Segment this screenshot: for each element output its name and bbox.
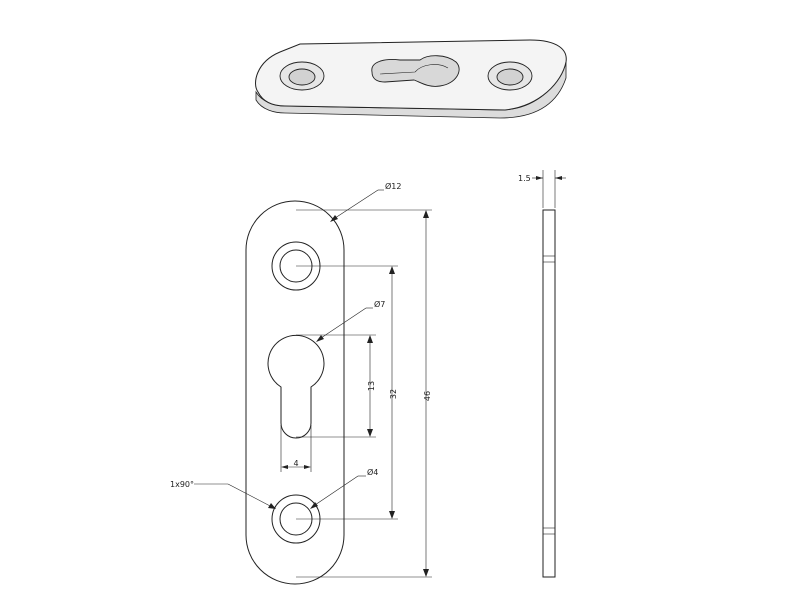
side-outline bbox=[542, 209, 556, 578]
dim-keyhole-diameter: Ø7 bbox=[374, 299, 385, 309]
dim-overall-length: 46 bbox=[423, 391, 432, 401]
front-view bbox=[245, 200, 345, 585]
dim-outer-radius: Ø12 bbox=[385, 181, 401, 191]
iso-right-hole-inner bbox=[496, 68, 524, 86]
dim-slot-height: 13 bbox=[367, 381, 376, 391]
dim-hole-diameter: Ø4 bbox=[367, 467, 378, 477]
dimensions: 46 32 13 4 Ø12 Ø7 Ø4 1x90° bbox=[170, 181, 432, 578]
iso-keyhole-inner bbox=[379, 64, 449, 75]
dim-slot-width: 4 bbox=[293, 459, 298, 468]
keyhole-slot bbox=[267, 334, 325, 439]
dim-chamfer: 1x90° bbox=[170, 480, 194, 489]
dim-thickness: 1.5 bbox=[518, 174, 531, 183]
side-view: 1.5 bbox=[518, 170, 566, 578]
iso-left-hole-inner bbox=[288, 68, 316, 86]
isometric-view bbox=[255, 39, 567, 119]
dim-hole-spacing: 32 bbox=[389, 389, 398, 399]
plate-outline bbox=[245, 200, 345, 585]
